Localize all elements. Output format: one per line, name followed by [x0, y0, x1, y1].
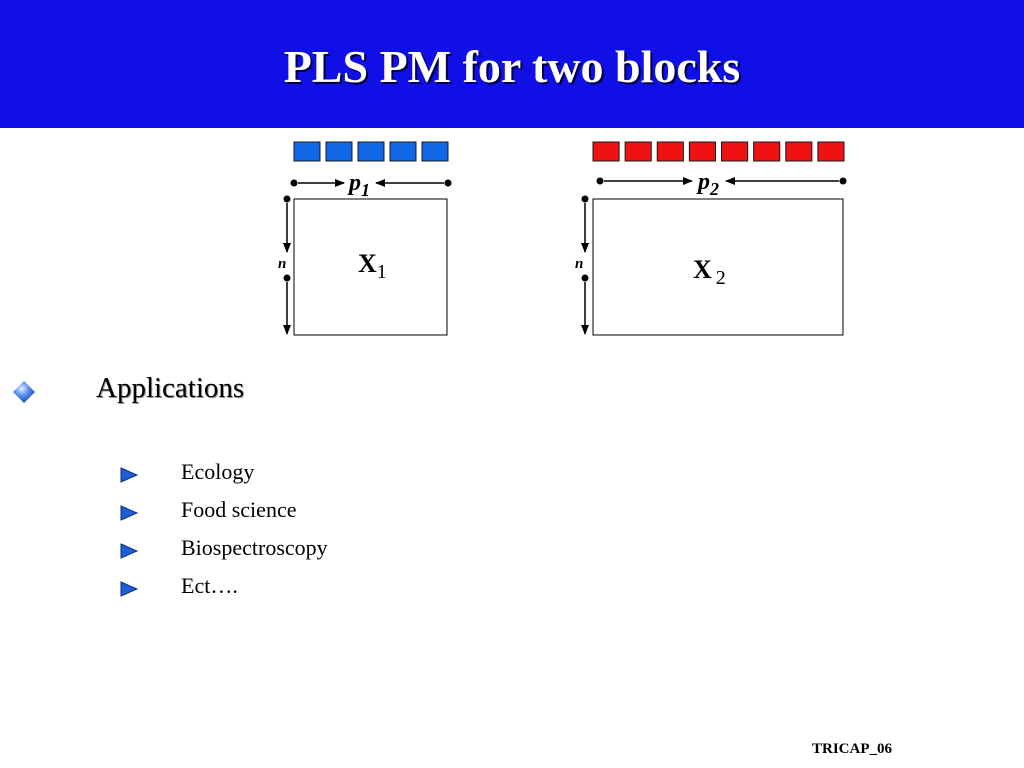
block-2-rows-label: n [575, 256, 583, 272]
application-label: Biospectroscopy [181, 535, 328, 560]
application-label: Ecology [181, 459, 255, 484]
application-label: Food science [181, 497, 297, 522]
variable-square [785, 141, 813, 162]
block-1-height-arrow [283, 195, 291, 335]
footer-label: TRICAP_06 [812, 741, 893, 757]
title-bar [0, 0, 1024, 128]
application-label: Ect…. [181, 573, 238, 598]
variable-square [325, 141, 353, 162]
variable-square [721, 141, 749, 162]
slide-title: PLS PM for two blocks [283, 41, 741, 92]
block-1-matrix-label: X1 [358, 249, 387, 283]
triangle-bullet-icon [120, 581, 138, 597]
triangle-bullet-icon [120, 467, 138, 483]
block-2-variables [592, 141, 845, 162]
block-1-width-arrow [290, 179, 452, 187]
variable-square [688, 141, 716, 162]
variable-square [293, 141, 321, 162]
variable-square [421, 141, 449, 162]
applications-heading: Applications [96, 372, 245, 404]
block-2-height-arrow [581, 195, 589, 335]
variable-square [389, 141, 417, 162]
variable-square [592, 141, 620, 162]
block-2-width-arrow [596, 177, 847, 185]
variable-square [656, 141, 684, 162]
variable-square [753, 141, 781, 162]
triangle-bullet-icon [120, 505, 138, 521]
variable-square [357, 141, 385, 162]
block-1-matrix [293, 198, 448, 336]
diamond-bullet-icon [13, 381, 35, 403]
triangle-bullet-icon [120, 543, 138, 559]
block-2-columns-label: p2 [696, 169, 719, 199]
variable-square [624, 141, 652, 162]
block-2-matrix [592, 198, 844, 336]
block-1-variables [293, 141, 449, 162]
block-1: p1 n X1 [278, 141, 452, 336]
variable-square [817, 141, 845, 162]
block-1-columns-label: p1 [347, 170, 370, 200]
block-1-rows-label: n [278, 256, 286, 272]
